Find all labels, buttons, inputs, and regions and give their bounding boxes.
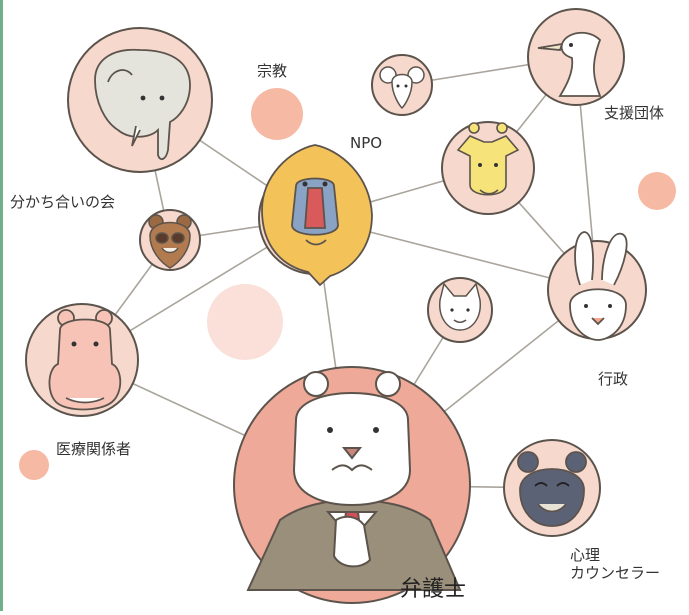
deco-dot-light bbox=[207, 284, 283, 360]
polar-bear-lawyer-node bbox=[233, 366, 471, 604]
tanuki-icon bbox=[148, 214, 192, 269]
cat-node bbox=[427, 277, 493, 343]
cat-icon bbox=[439, 282, 481, 331]
elephant-icon bbox=[94, 48, 191, 161]
deco-dot bbox=[251, 88, 303, 140]
label-religion: 宗教 bbox=[257, 62, 288, 80]
label-medical: 医療関係者 bbox=[56, 440, 132, 458]
hippo-icon bbox=[48, 309, 122, 411]
left-edge-bar bbox=[0, 0, 3, 611]
label-psychologist: 心理 カウンセラー bbox=[570, 546, 661, 582]
label-lawyer: 弁護士 bbox=[400, 577, 467, 602]
rabbit-node bbox=[547, 231, 647, 341]
giraffe-node bbox=[441, 121, 535, 215]
label-admin: 行政 bbox=[598, 370, 629, 388]
crane-icon bbox=[537, 31, 602, 97]
rabbit-icon bbox=[569, 231, 628, 341]
giraffe-icon bbox=[456, 122, 520, 196]
mandrill-icon bbox=[261, 144, 373, 287]
deco-dot bbox=[638, 172, 676, 210]
label-sharing: 分かち合いの会 bbox=[10, 193, 116, 211]
crane-node bbox=[527, 8, 625, 106]
label-support: 支援団体 bbox=[604, 104, 665, 122]
mandrill-node bbox=[258, 144, 373, 287]
elephant-node bbox=[67, 27, 213, 173]
mouse-icon bbox=[379, 66, 425, 110]
mouse-node bbox=[371, 54, 433, 116]
bear-node bbox=[503, 439, 601, 537]
bear-icon bbox=[517, 451, 587, 527]
hippo-node bbox=[25, 303, 139, 417]
polar-bear-lawyer-icon bbox=[246, 371, 462, 591]
label-npo: NPO bbox=[350, 134, 383, 152]
deco-dot bbox=[19, 450, 49, 480]
tanuki-node bbox=[139, 209, 201, 271]
